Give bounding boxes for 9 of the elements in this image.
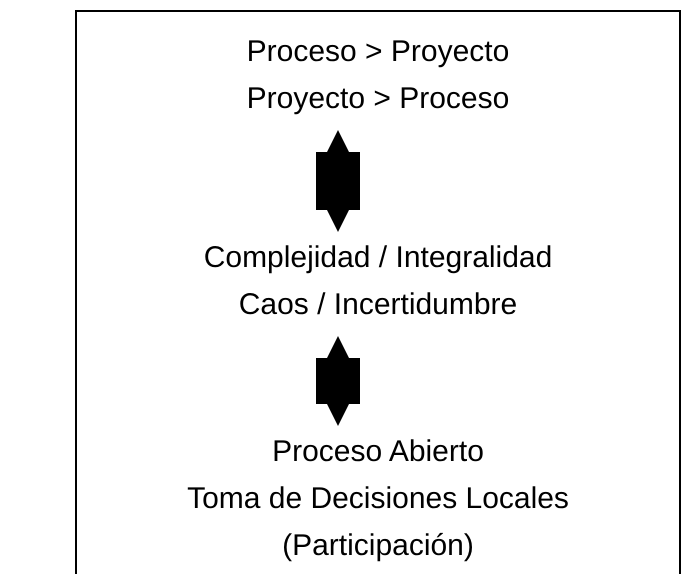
double-arrow xyxy=(316,336,360,426)
double-arrow xyxy=(316,130,360,232)
node-text: (Participación) xyxy=(282,528,474,564)
node-text: Proyecto > Proceso xyxy=(246,81,510,117)
node-text: Complejidad / Integralidad xyxy=(204,240,552,276)
node-text: Toma de Decisiones Locales xyxy=(187,481,569,517)
node-text: Proceso Abierto xyxy=(272,434,484,470)
node-text: Caos / Incertidumbre xyxy=(238,287,518,323)
node-text: Proceso > Proyecto xyxy=(246,34,510,70)
